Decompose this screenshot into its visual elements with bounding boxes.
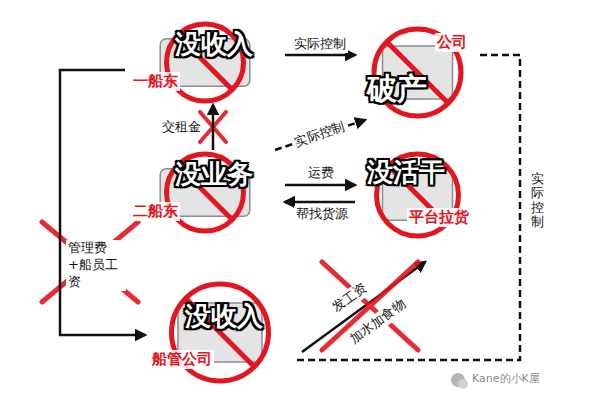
connector-label: 帮找货源	[294, 206, 350, 223]
status-stamp: 没活干	[367, 158, 445, 188]
red-cross	[322, 262, 418, 350]
connector-label: 实际控制	[291, 118, 349, 152]
status-stamp: 没收入	[185, 302, 263, 332]
status-stamp: 破产	[367, 72, 427, 107]
prohibited-icon	[145, 280, 295, 385]
flow-connector	[285, 54, 355, 57]
status-stamp: 没收入	[175, 30, 253, 60]
actor-box: 船管公司 没收入	[145, 280, 295, 385]
flow-connector	[285, 201, 355, 204]
watermark-icon	[451, 373, 468, 389]
connector-label: 实际控制	[530, 170, 545, 231]
actor-box: 二船东 没业务	[125, 150, 285, 235]
actor-name: 公司	[435, 33, 469, 52]
watermark: Kane的小K屋	[470, 372, 542, 386]
flow-connector	[285, 184, 355, 187]
connector-label: 管理费+船员工资	[66, 240, 126, 291]
flow-connector	[295, 55, 520, 360]
connector-label: 交租金	[160, 119, 203, 136]
actor-name: 二船东	[131, 202, 180, 221]
red-cross	[42, 222, 138, 302]
connector-label: 实际控制	[292, 36, 348, 53]
actor-name: 船管公司	[150, 350, 214, 369]
actor-box: 一船东 没收入	[125, 20, 285, 105]
actor-box: 平台拉货 没活干	[355, 150, 480, 240]
wage-arrow	[302, 262, 425, 352]
actor-box: 公司破产	[355, 25, 480, 120]
actor-name: 一船东	[131, 72, 180, 91]
actor-name: 平台拉货	[407, 208, 471, 227]
connector-label: 运费	[306, 165, 336, 182]
status-stamp: 没业务	[175, 160, 253, 190]
flow-connector	[212, 105, 215, 150]
